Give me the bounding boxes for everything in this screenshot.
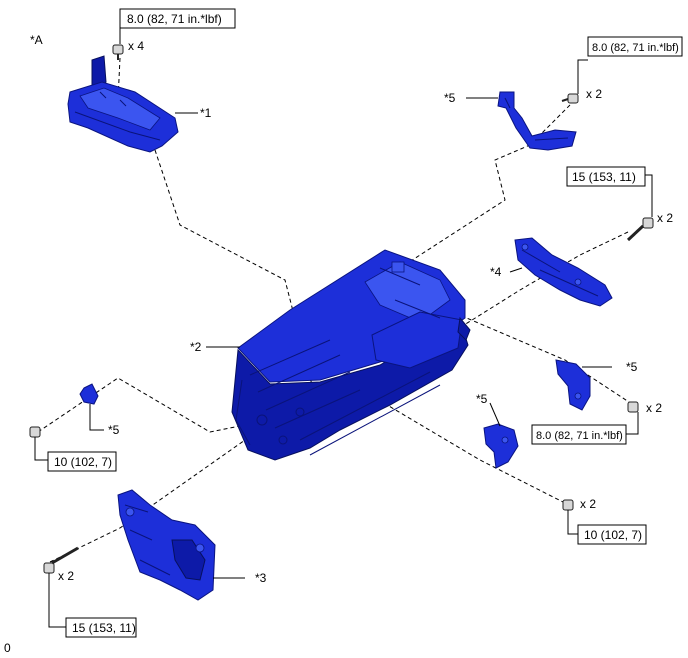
torque-value: 15 (153, 11)	[572, 170, 636, 184]
part-5-bracket-top	[497, 91, 577, 151]
torque-spec-top-left: 8.0 (82, 71 in.*lbf)	[119, 8, 236, 29]
torque-spec-right-15: 15 (153, 11)	[566, 166, 646, 187]
torque-value: 8.0 (82, 71 in.*lbf)	[536, 430, 623, 442]
part-5-bracket-right	[555, 359, 591, 411]
torque-value: 10 (102, 7)	[54, 455, 112, 469]
bolt-icon	[112, 44, 124, 60]
torque-value: 8.0 (82, 71 in.*lbf)	[592, 42, 679, 54]
part-callout-5: *5	[626, 360, 638, 374]
torque-spec-top-right: 8.0 (82, 71 in.*lbf)	[587, 36, 683, 57]
bolt-icon	[562, 499, 574, 511]
part-callout-5: *5	[476, 392, 488, 406]
part-2-inverter-assembly	[231, 249, 471, 461]
footer-code: 0	[4, 641, 11, 655]
part-callout-1: *1	[200, 106, 212, 120]
leader-lines	[34, 28, 653, 628]
part-4-bracket	[514, 237, 613, 307]
quantity-label: x 2	[657, 211, 673, 225]
bolt-icon	[561, 93, 579, 104]
part-1-cover	[67, 55, 179, 153]
part-callout-5: *5	[108, 423, 120, 437]
torque-spec-right-80: 8.0 (82, 71 in.*lbf)	[531, 424, 627, 445]
bolt-icon	[627, 401, 639, 413]
torque-spec-left-15: 15 (153, 11)	[65, 617, 137, 638]
torque-spec-left-10: 10 (102, 7)	[47, 451, 117, 472]
part-5-bracket-left	[79, 383, 99, 405]
quantity-label: x 2	[58, 569, 74, 583]
part-5-bracket-center	[483, 423, 519, 469]
part-callout-2: *2	[190, 340, 202, 354]
view-label: *A	[30, 33, 43, 47]
bolt-icon	[29, 426, 41, 438]
torque-value: 15 (153, 11)	[72, 621, 136, 635]
quantity-label: x 2	[586, 87, 602, 101]
torque-spec-right-10: 10 (102, 7)	[577, 524, 647, 545]
part-callout-4: *4	[490, 265, 502, 279]
quantity-label: x 2	[580, 497, 596, 511]
torque-value: 8.0 (82, 71 in.*lbf)	[127, 12, 222, 26]
part-callout-5: *5	[444, 91, 456, 105]
part-3-bracket	[117, 489, 216, 601]
part-callout-3: *3	[255, 571, 267, 585]
bolt-icon	[626, 217, 654, 242]
quantity-label: x 2	[646, 401, 662, 415]
quantity-label: x 4	[128, 39, 144, 53]
torque-value: 10 (102, 7)	[584, 528, 642, 542]
